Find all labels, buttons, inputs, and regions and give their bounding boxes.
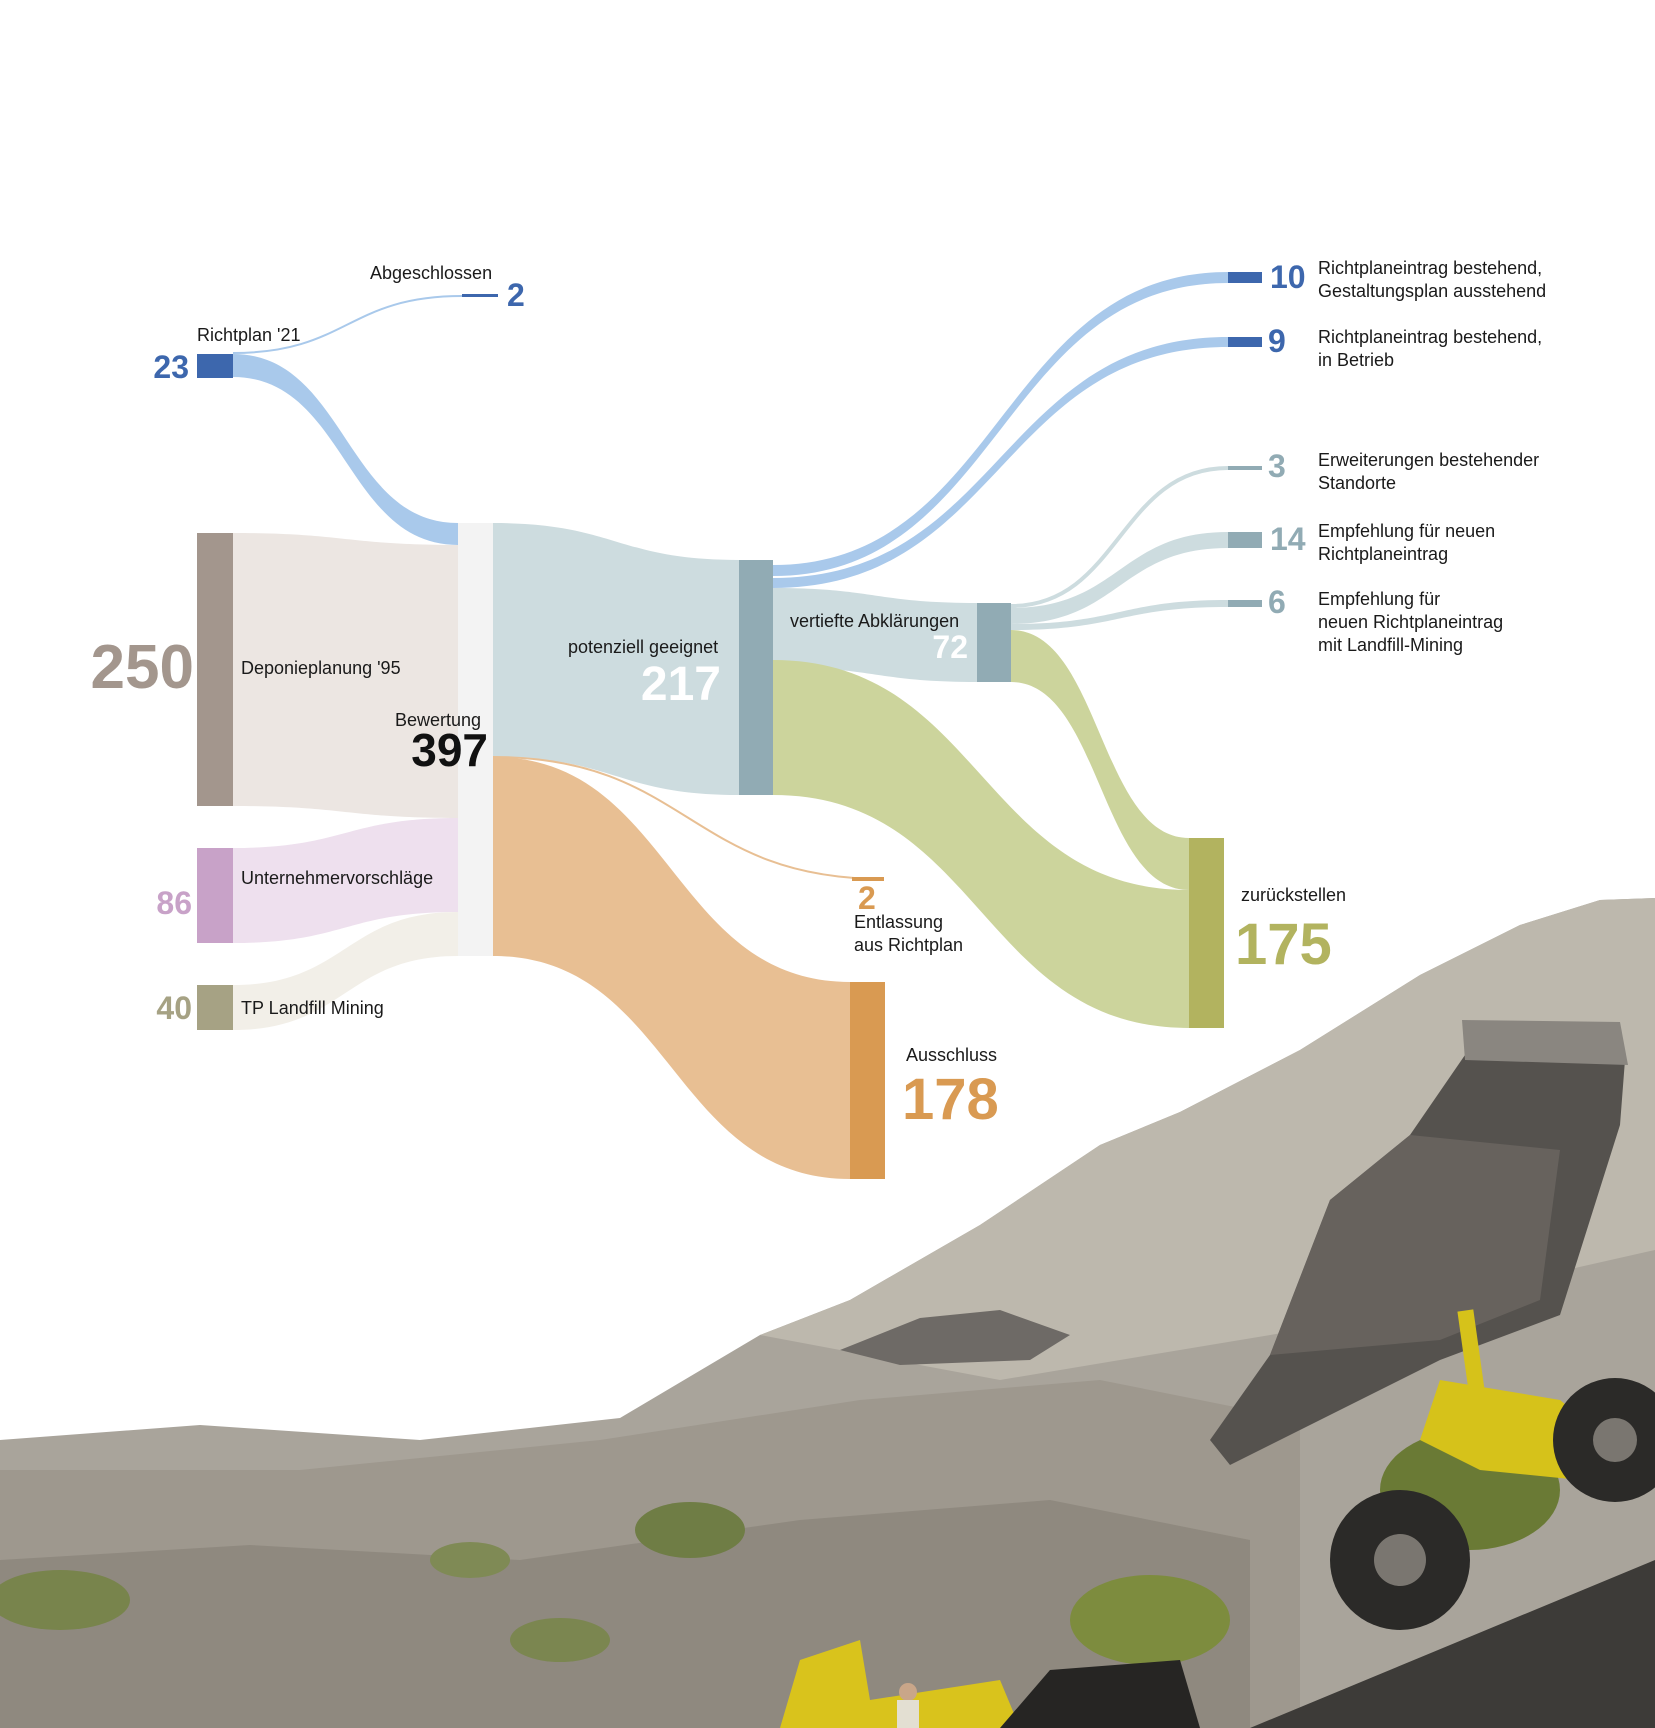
- node-deponieplanung: [197, 533, 233, 806]
- shrub: [635, 1502, 745, 1558]
- node-zurueck: [1189, 838, 1224, 1028]
- shrub: [430, 1542, 510, 1578]
- truck-ram: [1457, 1309, 1489, 1421]
- node-betrieb: [1228, 337, 1262, 347]
- node-gestaltung: [1228, 272, 1262, 283]
- node-richtplan21: [197, 354, 233, 378]
- erweiterungen-value: 3: [1268, 448, 1286, 484]
- gravel-band-dark: [0, 1500, 1250, 1728]
- bewertung-label: Bewertung: [395, 710, 481, 730]
- gestaltung-label-line2: Gestaltungsplan ausstehend: [1318, 281, 1546, 301]
- mining-label-line1: Empfehlung für: [1318, 589, 1440, 609]
- richtplan21-value: 23: [153, 349, 189, 385]
- flow-geeignet-zurueck: [773, 660, 1189, 1028]
- dump-truck: [1210, 1020, 1655, 1630]
- deponieplanung-value: 250: [91, 633, 194, 702]
- landfill-photo: [0, 898, 1655, 1728]
- vertiefte-value: 72: [932, 629, 968, 665]
- flow-vertiefte-zurueck: [1011, 630, 1189, 890]
- node-landfill: [197, 985, 233, 1030]
- flow-geeignet-vertiefte: [773, 588, 977, 682]
- abgeschlossen-value: 2: [507, 277, 525, 313]
- black-bucket: [1000, 1660, 1200, 1728]
- truck-hub: [1374, 1534, 1426, 1586]
- geeignet-value: 217: [641, 658, 721, 711]
- neu-label-line1: Empfehlung für neuen: [1318, 521, 1495, 541]
- richtplan21-label: Richtplan '21: [197, 325, 301, 345]
- worker-body: [897, 1700, 919, 1728]
- truck-hub: [1593, 1418, 1637, 1462]
- flow-vertiefte-mining: [1011, 600, 1228, 630]
- flow-bewertung-geeignet: [493, 523, 739, 795]
- truck-tailgate: [1462, 1020, 1628, 1065]
- deponieplanung-label: Deponieplanung '95: [241, 658, 401, 678]
- entlassung-value: 2: [858, 880, 876, 916]
- betrieb-label-line2: in Betrieb: [1318, 350, 1394, 370]
- node-vertiefte: [977, 603, 1011, 682]
- entlassung-label-line2: aus Richtplan: [854, 935, 963, 955]
- dark-gravel-pile: [840, 1310, 1070, 1365]
- truck-bed-side: [1270, 1135, 1560, 1355]
- erweiterungen-label-line2: Standorte: [1318, 473, 1396, 493]
- node-bewertung: [458, 523, 493, 956]
- node-abgeschlossen: [462, 294, 498, 297]
- landfill-label: TP Landfill Mining: [241, 998, 384, 1018]
- landfill-value: 40: [156, 990, 192, 1026]
- ausschluss-label: Ausschluss: [906, 1045, 997, 1065]
- betrieb-label-line1: Richtplaneintrag bestehend,: [1318, 327, 1542, 347]
- node-mining: [1228, 600, 1262, 607]
- ausschluss-value: 178: [902, 1067, 999, 1132]
- zurueck-value: 175: [1235, 912, 1332, 977]
- sankey-labels: Richtplan '21 23 Abgeschlossen 2 Deponie…: [91, 258, 1547, 1132]
- entlassung-label-line1: Entlassung: [854, 912, 943, 932]
- node-entlassung: [852, 877, 884, 881]
- flow-landfill-bewertung: [233, 912, 458, 1030]
- mining-label-line3: mit Landfill-Mining: [1318, 635, 1463, 655]
- flow-richtplan21-abgeschlossen: [232, 295, 463, 354]
- flow-geeignet-betrieb: [773, 337, 1228, 588]
- bewertung-value: 397: [411, 724, 488, 776]
- node-geeignet: [739, 560, 773, 795]
- neu-value: 14: [1270, 521, 1306, 557]
- road: [1250, 1560, 1655, 1728]
- sankey-nodes: [197, 272, 1262, 1179]
- node-erweiterungen: [1228, 466, 1262, 470]
- mining-label-line2: neuen Richtplaneintrag: [1318, 612, 1503, 632]
- unternehmer-label: Unternehmervorschläge: [241, 868, 433, 888]
- sankey-flows: [232, 272, 1229, 1179]
- worker: [899, 1683, 917, 1701]
- node-neu: [1228, 532, 1262, 548]
- shrub: [0, 1570, 130, 1630]
- unternehmer-value: 86: [156, 885, 192, 921]
- flow-bewertung-entlassung: [492, 756, 885, 880]
- flow-richtplan21-bewertung: [233, 354, 458, 545]
- gestaltung-value: 10: [1270, 259, 1306, 295]
- yellow-machine: [780, 1640, 1020, 1728]
- gestaltung-label-line1: Richtplaneintrag bestehend,: [1318, 258, 1542, 278]
- flow-vertiefte-neu: [1011, 532, 1228, 624]
- neu-label-line2: Richtplaneintrag: [1318, 544, 1448, 564]
- node-ausschluss: [850, 982, 885, 1179]
- geeignet-label: potenziell geeignet: [568, 637, 718, 657]
- shrub: [1070, 1575, 1230, 1665]
- erweiterungen-label-line1: Erweiterungen bestehender: [1318, 450, 1539, 470]
- flow-bewertung-ausschluss: [493, 757, 850, 1179]
- flow-deponieplanung-bewertung: [233, 533, 458, 818]
- zurueck-label: zurückstellen: [1241, 885, 1346, 905]
- flow-unternehmer-bewertung: [233, 818, 458, 943]
- flow-vertiefte-erweiterungen: [1010, 466, 1229, 608]
- node-unternehmer: [197, 848, 233, 943]
- vertiefte-label: vertiefte Abklärungen: [790, 611, 959, 631]
- shrub: [510, 1618, 610, 1662]
- betrieb-value: 9: [1268, 323, 1286, 359]
- abgeschlossen-label: Abgeschlossen: [370, 263, 492, 283]
- mining-value: 6: [1268, 584, 1286, 620]
- flow-geeignet-gestaltung: [773, 272, 1228, 576]
